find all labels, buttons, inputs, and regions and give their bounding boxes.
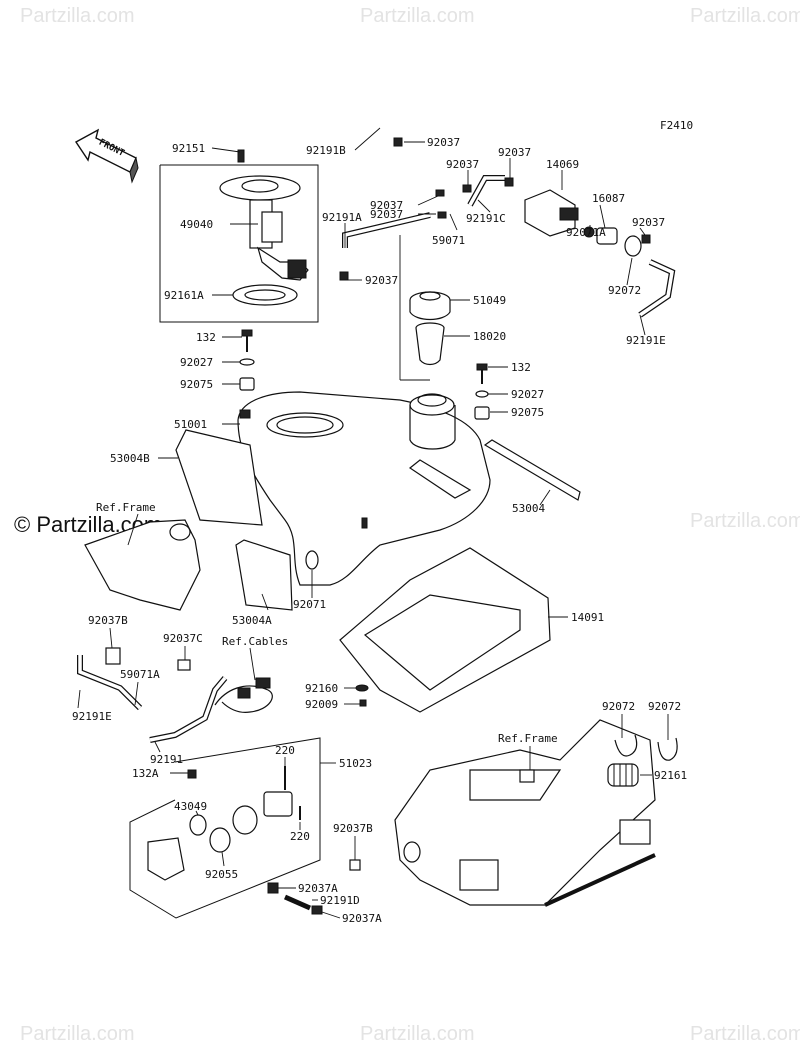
part-label: 92037A	[342, 912, 382, 925]
part-label: 53004	[512, 502, 545, 515]
part-label: 92037	[370, 208, 403, 221]
part-label: 14091	[571, 611, 604, 624]
part-label: 51049	[473, 294, 506, 307]
part-label: 16087	[592, 192, 625, 205]
fuel-pump	[219, 149, 309, 306]
part-label: 92075	[180, 378, 213, 391]
fuel-tank	[237, 391, 491, 586]
part-label: 92075	[511, 406, 544, 419]
watermark: Partzilla.com	[360, 1023, 474, 1045]
part-label: 49040	[180, 218, 213, 231]
part-label: 92037B	[333, 822, 373, 835]
part-label: 92191	[150, 753, 183, 766]
part-label: 92151	[172, 142, 205, 155]
part-label: 132A	[132, 767, 159, 780]
filter-16087	[583, 226, 642, 257]
part-label: 92161A	[164, 289, 204, 302]
part-label: 92191B	[306, 144, 346, 157]
part-label: 92037	[498, 146, 531, 159]
part-label: 92037C	[163, 632, 203, 645]
part-label: 51001	[174, 418, 207, 431]
part-label: 92037B	[88, 614, 128, 627]
part-label: 92037	[632, 216, 665, 229]
ref-frame-top: Ref.Frame	[96, 501, 156, 514]
bolt-132-right	[474, 363, 490, 420]
valve-14069	[524, 189, 579, 237]
hose-92191d	[267, 882, 323, 915]
seal-53004b	[175, 429, 263, 526]
part-label: 43049	[174, 800, 207, 813]
part-label: 92037	[427, 136, 460, 149]
fuel-cock-box	[129, 737, 321, 919]
part-label: 92027	[511, 388, 544, 401]
watermark: Partzilla.com	[690, 510, 800, 532]
frame-ref-bottom	[349, 719, 656, 907]
part-label: 92037A	[298, 882, 338, 895]
part-label: 132	[196, 331, 216, 344]
part-label: 92191E	[72, 710, 112, 723]
watermark: Partzilla.com	[690, 5, 800, 27]
watermarks: Partzilla.com Partzilla.com Partzilla.co…	[20, 5, 800, 1045]
part-label: 92055	[205, 868, 238, 881]
part-label: 92037	[370, 199, 403, 212]
part-label: 220	[275, 744, 295, 757]
part-labels: 92151 49040 92161A 132 92027 92075 51001…	[72, 136, 687, 925]
watermark: Partzilla.com	[690, 1023, 800, 1045]
watermark: Partzilla.com	[20, 5, 134, 27]
clamps-92072	[607, 734, 678, 787]
ref-cables: Ref.Cables	[222, 635, 288, 648]
part-label: 59071	[432, 234, 465, 247]
part-label: 53004B	[110, 452, 150, 465]
part-label: 92160	[305, 682, 338, 695]
tank-cover-14091	[339, 547, 551, 713]
part-label: 92071	[293, 598, 326, 611]
part-label: 92071A	[566, 226, 606, 239]
cables-ref	[214, 677, 273, 713]
ref-frame-bottom: Ref.Frame	[498, 732, 558, 745]
part-label: 59071A	[120, 668, 160, 681]
part-label: 132	[511, 361, 531, 374]
part-label: 53004A	[232, 614, 272, 627]
part-label: 92072	[602, 700, 635, 713]
fuel-filter-18020	[415, 322, 445, 366]
pump-assy-box	[159, 164, 319, 323]
part-label: 92191D	[320, 894, 360, 907]
fuel-cap	[409, 291, 451, 321]
part-label: 92037	[365, 274, 398, 287]
part-label: 14069	[546, 158, 579, 171]
part-label: 92072	[648, 700, 681, 713]
part-label: 51023	[339, 757, 372, 770]
watermark: Partzilla.com	[20, 1023, 134, 1045]
front-arrow-icon: FRONT	[74, 128, 139, 184]
bolt-132-left	[239, 329, 255, 391]
leader-lines	[77, 127, 669, 919]
part-label: 92191E	[626, 334, 666, 347]
watermark: Partzilla.com	[360, 5, 474, 27]
part-label: 220	[290, 830, 310, 843]
figure-code: F2410	[660, 119, 693, 132]
seal-53004	[483, 439, 581, 501]
part-label: 92009	[305, 698, 338, 711]
hose-92191e-left	[77, 647, 228, 743]
part-label: 92191C	[466, 212, 506, 225]
fuel-cock-51023	[147, 766, 301, 881]
frame-ref-top	[84, 519, 201, 611]
part-label: 92037	[446, 158, 479, 171]
seal-53004a	[235, 539, 293, 611]
part-label: 18020	[473, 330, 506, 343]
part-label: 92191A	[322, 211, 362, 224]
part-label: 92161	[654, 769, 687, 782]
part-label: 92072	[608, 284, 641, 297]
part-label: 92027	[180, 356, 213, 369]
